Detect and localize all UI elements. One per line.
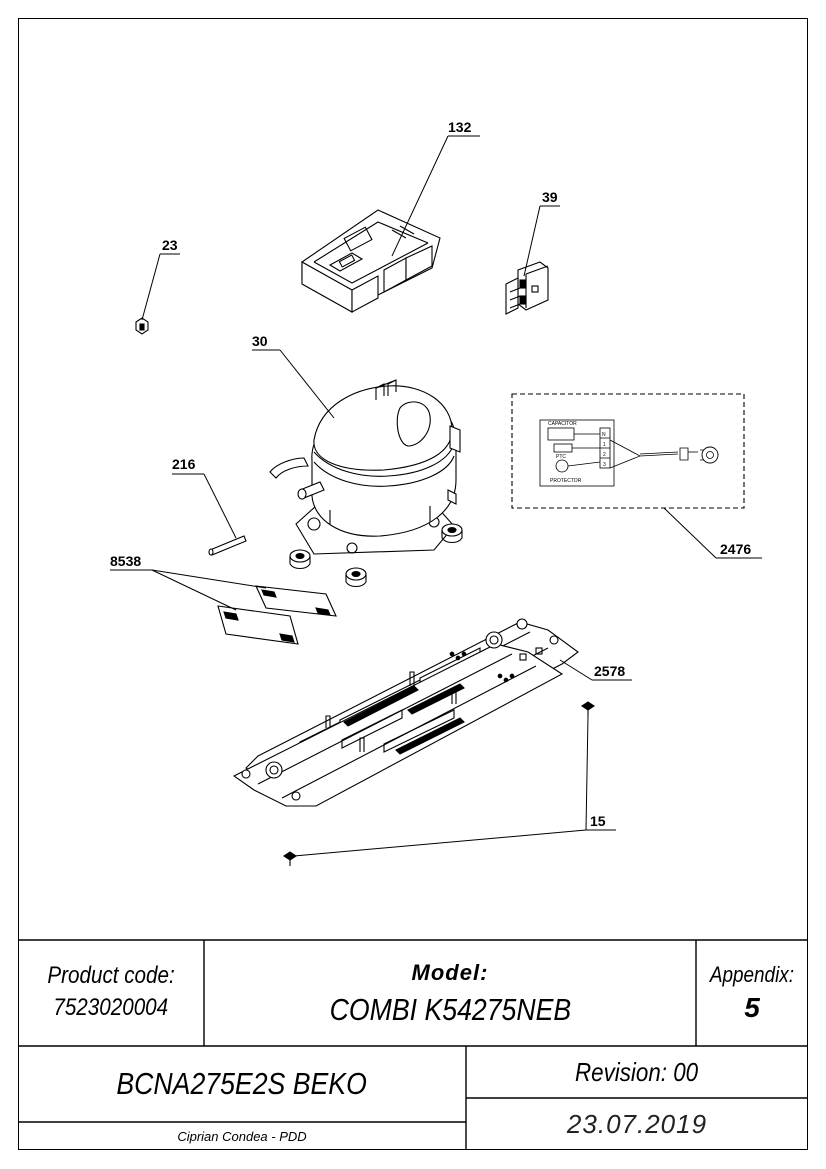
model-cell: Model: COMBI K54275NEB <box>204 940 696 1046</box>
author: Ciprian Condea - PDD <box>177 1128 307 1144</box>
date: 23.07.2019 <box>566 1108 708 1139</box>
wiring-protector-label: PROTECTOR <box>550 478 582 484</box>
wiring-text: CAPACITOR PTC PROTECTOR N 1 2 3 <box>548 421 606 484</box>
wiring-ptc-label: PTC <box>556 454 566 460</box>
model-label: Model: <box>411 960 489 985</box>
sheet-frame <box>18 18 808 1150</box>
part-compressor <box>269 379 461 555</box>
part-cover-box <box>301 209 441 313</box>
appendix-cell: Appendix: 5 <box>696 940 808 1046</box>
revision: Revision: 00 <box>575 1056 699 1087</box>
wiring-terminal-3: 3 <box>603 462 606 468</box>
callout-132: 132 <box>448 119 472 135</box>
appendix-value: 5 <box>744 992 760 1023</box>
part-pin <box>208 535 247 556</box>
part-base-frame <box>232 618 579 807</box>
wiring-terminal-2: 2 <box>603 452 606 458</box>
model-value: COMBI K54275NEB <box>329 992 571 1027</box>
wiring-terminal-n: N <box>602 432 606 438</box>
wiring-capacitor-label: CAPACITOR <box>548 421 577 427</box>
callout-30: 30 <box>252 333 268 349</box>
revision-cell: Revision: 00 <box>466 1046 808 1098</box>
callout-labels: 132 39 23 30 216 2476 8538 2578 15 <box>110 119 751 829</box>
date-cell: 23.07.2019 <box>466 1098 808 1150</box>
leader-lines <box>110 135 762 857</box>
appendix-label: Appendix: <box>709 962 795 987</box>
part-wiring-assembly <box>511 393 745 509</box>
product-code-value: 7523020004 <box>53 994 169 1021</box>
callout-8538: 8538 <box>110 553 141 569</box>
part-name: BCNA275E2S BEKO <box>116 1066 368 1101</box>
part-relay <box>505 261 549 315</box>
part-screws <box>283 701 595 866</box>
product-code-label: Product code: <box>47 962 175 989</box>
title-block-grid <box>18 939 808 1150</box>
part-pads <box>217 585 337 645</box>
callout-15: 15 <box>590 813 606 829</box>
callout-23: 23 <box>162 237 178 253</box>
author-cell: Ciprian Condea - PDD <box>18 1122 466 1150</box>
part-name-cell: BCNA275E2S BEKO <box>18 1046 466 1122</box>
callout-216: 216 <box>172 456 196 472</box>
product-code-cell: Product code: 7523020004 <box>18 940 204 1046</box>
wiring-terminal-1: 1 <box>603 442 606 448</box>
callout-2476: 2476 <box>720 541 751 557</box>
part-clip <box>135 317 149 335</box>
callout-39: 39 <box>542 189 558 205</box>
part-grommets <box>289 523 463 588</box>
callout-2578: 2578 <box>594 663 625 679</box>
